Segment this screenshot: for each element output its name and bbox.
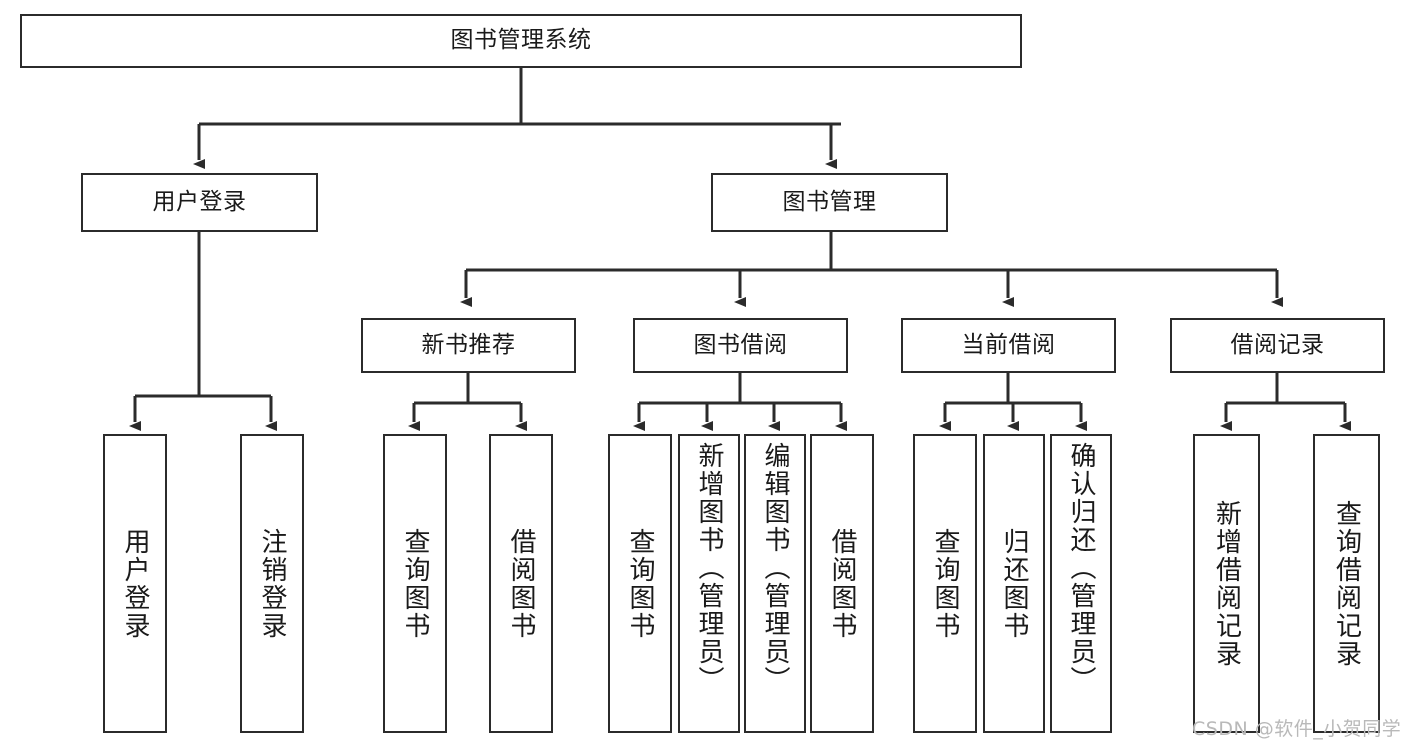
node-leaf-edit-book[interactable]: 编辑图书（管理员） (744, 434, 806, 733)
node-new-book-recommend[interactable]: 新书推荐 (361, 318, 576, 373)
node-leaf-query-record[interactable]: 查询借阅记录 (1313, 434, 1380, 733)
node-leaf-query-book-3[interactable]: 查询图书 (913, 434, 977, 733)
node-borrow-records-label: 借阅记录 (1230, 331, 1325, 358)
node-leaf-add-record[interactable]: 新增借阅记录 (1193, 434, 1260, 733)
node-leaf-return-book-label: 归还图书 (999, 527, 1029, 640)
node-leaf-add-record-label: 新增借阅记录 (1211, 499, 1242, 668)
node-leaf-confirm-return[interactable]: 确认归还（管理员） (1050, 434, 1112, 733)
node-leaf-add-book-label: 新增图书（管理员） (694, 442, 724, 694)
node-leaf-return-book[interactable]: 归还图书 (983, 434, 1045, 733)
node-leaf-logout[interactable]: 注销登录 (240, 434, 304, 733)
node-leaf-query-book-3-label: 查询图书 (930, 527, 960, 640)
node-root-label: 图书管理系统 (450, 27, 592, 54)
node-leaf-add-book[interactable]: 新增图书（管理员） (678, 434, 740, 733)
node-leaf-query-book-1-label: 查询图书 (400, 527, 430, 640)
node-leaf-borrow-book-2-label: 借阅图书 (827, 527, 857, 640)
node-leaf-borrow-book-1[interactable]: 借阅图书 (489, 434, 553, 733)
node-current-borrow[interactable]: 当前借阅 (901, 318, 1116, 373)
node-leaf-query-book-2[interactable]: 查询图书 (608, 434, 672, 733)
node-root[interactable]: 图书管理系统 (20, 14, 1022, 68)
node-leaf-confirm-return-label: 确认归还（管理员） (1066, 442, 1096, 694)
node-user-login[interactable]: 用户登录 (81, 173, 318, 232)
node-book-borrow-label: 图书借阅 (693, 331, 788, 358)
node-leaf-query-book-2-label: 查询图书 (625, 527, 655, 640)
node-borrow-records[interactable]: 借阅记录 (1170, 318, 1385, 373)
node-leaf-borrow-book-1-label: 借阅图书 (506, 527, 536, 640)
node-leaf-user-login[interactable]: 用户登录 (103, 434, 167, 733)
node-leaf-borrow-book-2[interactable]: 借阅图书 (810, 434, 874, 733)
node-book-borrow[interactable]: 图书借阅 (633, 318, 848, 373)
node-leaf-query-record-label: 查询借阅记录 (1331, 499, 1362, 668)
node-book-management-label: 图书管理 (782, 188, 877, 215)
node-book-management[interactable]: 图书管理 (711, 173, 948, 232)
node-leaf-query-book-1[interactable]: 查询图书 (383, 434, 447, 733)
node-leaf-logout-label: 注销登录 (257, 527, 287, 640)
node-user-login-label: 用户登录 (152, 188, 247, 215)
node-leaf-edit-book-label: 编辑图书（管理员） (760, 442, 790, 694)
node-current-borrow-label: 当前借阅 (961, 331, 1056, 358)
node-new-book-recommend-label: 新书推荐 (421, 331, 516, 358)
node-leaf-user-login-label: 用户登录 (120, 527, 150, 640)
